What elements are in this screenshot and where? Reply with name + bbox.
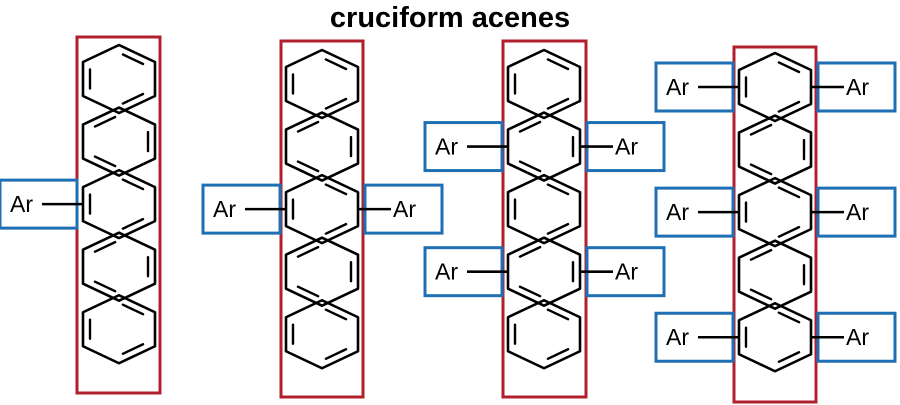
benzene-ring: [284, 173, 360, 245]
benzene-ring: [81, 43, 157, 115]
benzene-ring: [737, 114, 813, 185]
ar-label: Ar: [666, 324, 689, 350]
ar-label: Ar: [846, 324, 869, 350]
substituent-right: Ar: [358, 183, 444, 235]
substituent-left: Ar: [654, 311, 739, 363]
benzene-ring: [81, 231, 157, 302]
ar-label: Ar: [846, 74, 869, 100]
backbone-box: [501, 39, 588, 399]
benzene-ring: [506, 236, 582, 307]
substituent-left: Ar: [201, 183, 286, 235]
benzene-ring: [506, 48, 582, 120]
diagram-title: cruciform acenes: [329, 2, 571, 34]
molecule-pentacene-1: Ar: [0, 35, 162, 395]
substituent-right: Ar: [811, 311, 897, 363]
substituent-right: Ar: [811, 61, 897, 113]
backbone-box: [732, 45, 818, 404]
benzene-ring: [737, 176, 813, 248]
benzene-ring: [284, 236, 360, 307]
ar-label: Ar: [666, 199, 689, 225]
substituent-left: Ar: [654, 61, 739, 113]
substituent-right: Ar: [811, 186, 897, 238]
benzene-ring: [284, 48, 360, 120]
benzene-ring: [284, 298, 360, 370]
benzene-ring: [81, 106, 157, 177]
benzene-ring: [506, 173, 582, 245]
benzene-ring: [506, 111, 582, 182]
substituent-right: Ar: [580, 121, 666, 173]
ar-label: Ar: [615, 259, 638, 285]
benzene-ring: [81, 293, 157, 365]
benzene-ring: [737, 301, 813, 373]
benzene-ring: [506, 298, 582, 370]
ar-label: Ar: [435, 134, 458, 160]
ar-label: Ar: [666, 74, 689, 100]
substituent-left: Ar: [423, 246, 508, 298]
benzene-ring: [81, 168, 157, 240]
ar-label: Ar: [615, 134, 638, 160]
substituent-right: Ar: [580, 246, 666, 298]
benzene-ring: [737, 239, 813, 310]
substituent-left: Ar: [0, 178, 83, 230]
ar-label: Ar: [435, 259, 458, 285]
substituent-left: Ar: [654, 186, 739, 238]
ar-label: Ar: [846, 199, 869, 225]
molecule-pentacene-2: Ar Ar: [201, 39, 444, 399]
ar-label: Ar: [213, 196, 236, 222]
ar-label: Ar: [10, 191, 33, 217]
ar-label: Ar: [393, 196, 416, 222]
benzene-ring: [737, 51, 813, 123]
substituent-left: Ar: [423, 121, 508, 173]
benzene-ring: [284, 111, 360, 182]
